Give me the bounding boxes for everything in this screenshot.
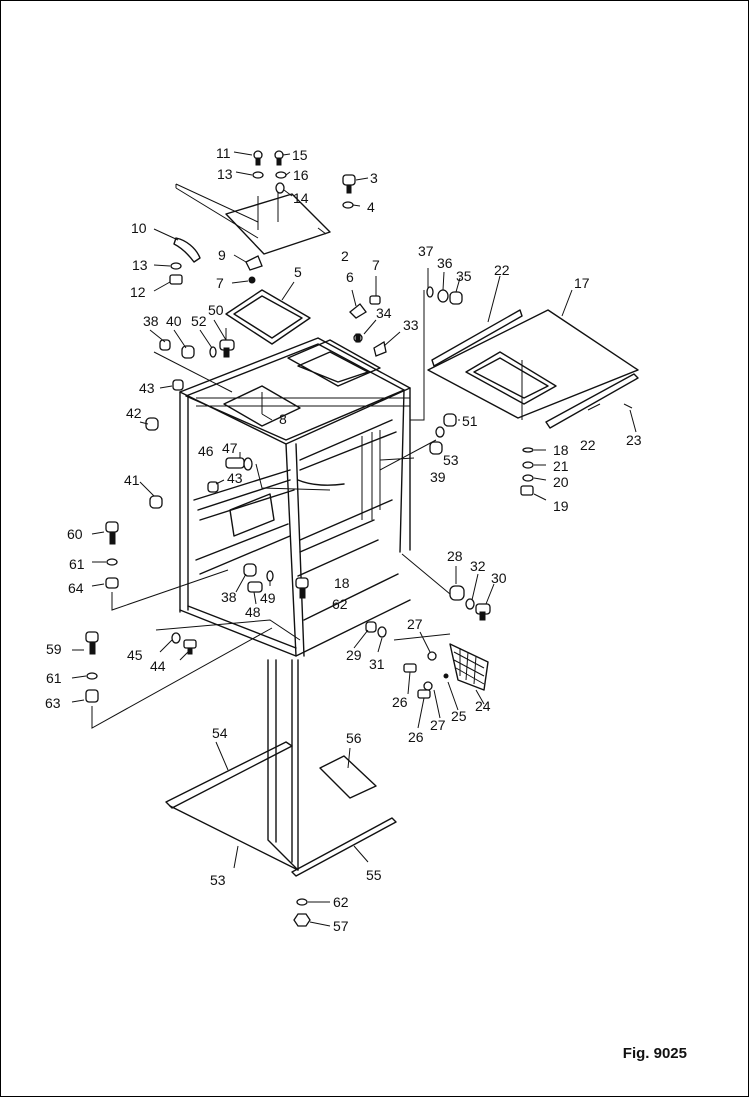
callout-52: 52	[191, 313, 207, 329]
callout-9: 9	[218, 247, 226, 263]
cab-frame-part	[179, 337, 411, 657]
parts-28-to-32	[353, 553, 495, 653]
callout-14: 14	[293, 190, 309, 206]
floor-frame-part	[165, 741, 397, 877]
small-parts-left-top	[149, 319, 235, 393]
callout-13: 13	[217, 166, 233, 182]
callout-3: 3	[370, 170, 378, 186]
callout-21: 21	[553, 458, 569, 474]
callout-59: 59	[46, 641, 62, 657]
callout-5: 5	[294, 264, 302, 280]
callout-34: 34	[376, 305, 392, 321]
callout-63: 63	[45, 695, 61, 711]
callout-18b: 18	[334, 575, 350, 591]
callout-47: 47	[222, 440, 238, 456]
callout-41: 41	[124, 472, 140, 488]
callout-44: 44	[150, 658, 166, 674]
callout-64: 64	[68, 580, 84, 596]
callout-25: 25	[451, 708, 467, 724]
callout-13b: 13	[132, 257, 148, 273]
callout-20: 20	[553, 474, 569, 490]
callout-12: 12	[130, 284, 146, 300]
figure-label: Fig. 9025	[622, 1045, 687, 1062]
callout-37: 37	[418, 243, 434, 259]
callout-42: 42	[126, 405, 142, 421]
callout-53: 53	[443, 452, 459, 468]
clip-part	[153, 228, 263, 292]
callout-15: 15	[292, 147, 308, 163]
left-fasteners	[139, 379, 331, 509]
callout-60: 60	[67, 526, 83, 542]
fasteners-18-21	[520, 447, 547, 501]
callout-24: 24	[475, 698, 491, 714]
bottom-fasteners	[293, 898, 331, 927]
callout-56: 56	[346, 730, 362, 746]
callout-62b: 62	[333, 894, 349, 910]
callout-53b: 53	[210, 872, 226, 888]
small-parts-right	[349, 276, 401, 357]
callout-46: 46	[198, 443, 214, 459]
callout-6: 6	[346, 269, 354, 285]
callout-51: 51	[462, 413, 478, 429]
callout-61b: 61	[46, 670, 62, 686]
callout-23: 23	[626, 432, 642, 448]
callout-17: 17	[574, 275, 590, 291]
callout-22b: 22	[580, 437, 596, 453]
callout-48: 48	[245, 604, 261, 620]
callout-7b: 7	[372, 257, 380, 273]
callout-39: 39	[430, 469, 446, 485]
callout-38: 38	[143, 313, 159, 329]
cover-plate-part	[175, 183, 331, 255]
callout-4: 4	[367, 199, 375, 215]
callout-35: 35	[456, 268, 472, 284]
far-left-bolts	[71, 521, 301, 729]
callout-57: 57	[333, 918, 349, 934]
center-parts	[235, 563, 309, 605]
callout-19: 19	[553, 498, 569, 514]
callout-43: 43	[139, 380, 155, 396]
callout-10: 10	[131, 220, 147, 236]
callout-11: 11	[216, 145, 231, 161]
callout-36: 36	[437, 255, 453, 271]
callout-40: 40	[166, 313, 182, 329]
callout-31: 31	[369, 656, 385, 672]
callout-61: 61	[69, 556, 85, 572]
callout-29: 29	[346, 647, 362, 663]
callout-45: 45	[127, 647, 143, 663]
small-parts-37-36-35	[410, 268, 463, 421]
callout-55: 55	[366, 867, 382, 883]
callout-26b: 26	[408, 729, 424, 745]
top-fasteners	[233, 150, 369, 209]
glass-panel-part	[427, 275, 639, 433]
callout-22: 22	[494, 262, 510, 278]
callout-49: 49	[260, 590, 276, 606]
cab-lower-part	[267, 659, 299, 871]
callout-62: 62	[332, 596, 348, 612]
callout-30: 30	[491, 570, 507, 586]
callout-38b: 38	[221, 589, 237, 605]
window-seal-part	[225, 281, 311, 345]
right-side-parts	[379, 413, 460, 471]
callout-26: 26	[392, 694, 408, 710]
callout-43b: 43	[227, 470, 243, 486]
callout-33: 33	[403, 317, 419, 333]
callout-7: 7	[216, 275, 224, 291]
callout-27: 27	[407, 616, 423, 632]
misc-leaders	[225, 328, 273, 421]
callout-32: 32	[470, 558, 486, 574]
net-pocket-part	[393, 631, 489, 729]
parts-44-45	[159, 632, 197, 661]
callout-16: 16	[293, 167, 309, 183]
callout-8: 8	[279, 411, 287, 427]
callout-2: 2	[341, 248, 349, 264]
callout-54: 54	[212, 725, 228, 741]
callout-18: 18	[553, 442, 569, 458]
callout-28: 28	[447, 548, 463, 564]
callout-27b: 27	[430, 717, 446, 733]
callout-50: 50	[208, 302, 224, 318]
